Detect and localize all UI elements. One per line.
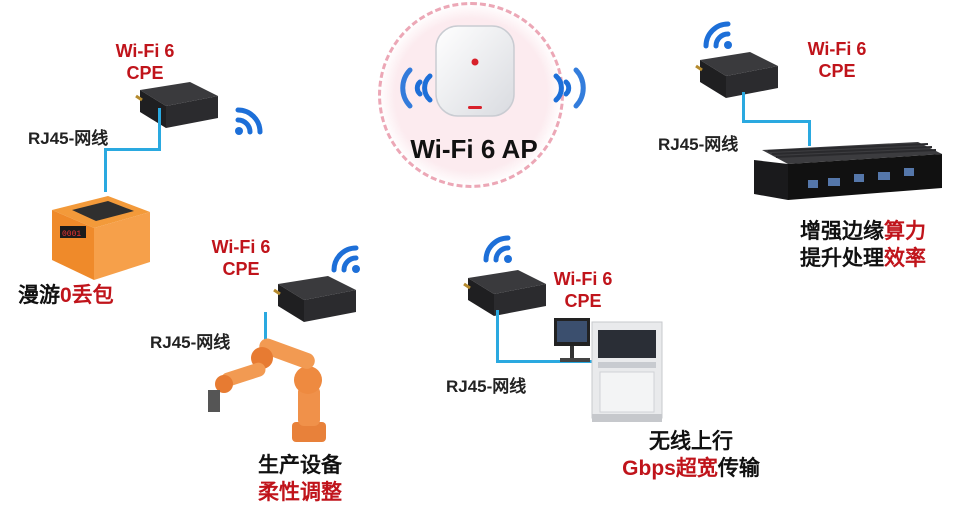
wifi-signal-icon [478,228,518,273]
rj45-cable [742,120,810,123]
rj45-cable [496,360,592,363]
cpe-router [273,276,356,322]
rj45-cable [264,312,267,360]
rj45-label: RJ45-网线 [446,377,527,396]
rj45-cable [104,148,107,192]
rj45-label: RJ45-网线 [150,333,231,352]
inspection-machine [552,314,672,426]
cpe-router [695,52,778,98]
rj45-cable [158,108,161,150]
rj45-label: RJ45-网线 [28,129,109,148]
agv-caption: 漫游0丢包 [18,284,114,307]
rj45-cable [496,310,499,362]
inspection-caption: 无线上行 Gbps超宽传输 [622,430,760,480]
agv-robot: 0001 [38,188,156,288]
wifi-signal-icon [230,100,270,145]
cpe-router [463,270,546,316]
robot-caption: 生产设备柔性调整 [258,454,342,504]
rj45-cable [808,120,811,146]
wifi-signal-icon [552,66,590,115]
robot-arm [200,336,350,446]
rj45-label: RJ45-网线 [658,135,739,154]
cpe-router [135,82,218,128]
wifi-signal-icon [324,238,364,283]
edge-computer [748,140,944,204]
svg-text:0001: 0001 [62,230,81,239]
wifi-signal-icon [698,14,738,59]
wifi-signal-icon [396,66,434,115]
rj45-cable [104,148,161,151]
ap-title: Wi-Fi 6 AP [410,134,538,164]
wifi-6-ap-device [432,22,518,120]
rj45-cable [742,92,745,122]
edge-caption: 增强边缘算力 提升处理效率 [800,220,926,270]
